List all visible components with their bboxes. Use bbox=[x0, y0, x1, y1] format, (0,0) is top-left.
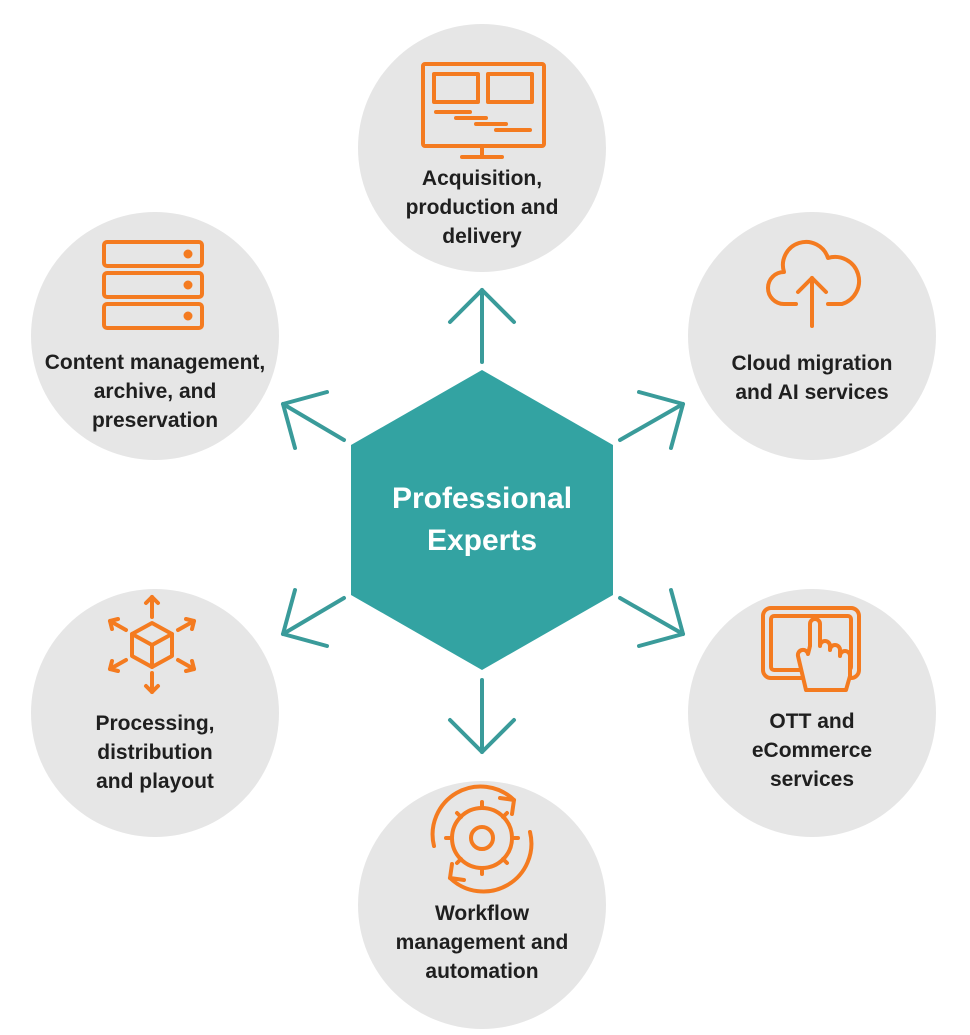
node-circle-processing bbox=[31, 589, 279, 837]
arrow-to-ott bbox=[618, 588, 685, 648]
cube-distribution-icon bbox=[108, 595, 196, 694]
center-title: Professional Experts bbox=[332, 478, 632, 562]
arrow-to-cloud bbox=[618, 390, 685, 450]
node-label-cloud: Cloud migration and AI services bbox=[731, 352, 893, 404]
center-title-line2: Experts bbox=[426, 524, 538, 557]
arrow-to-processing bbox=[281, 588, 346, 648]
node-label-acquisition: Acquisition, production and delivery bbox=[405, 167, 559, 248]
arrow-to-acquisition bbox=[448, 288, 516, 364]
center-hexagon bbox=[351, 370, 613, 670]
cloud-upload-icon bbox=[766, 239, 862, 328]
touch-tablet-icon bbox=[761, 606, 861, 692]
center-title-line1: Professional bbox=[391, 482, 573, 515]
arrow-to-content bbox=[281, 390, 346, 450]
node-circle-content bbox=[31, 212, 279, 460]
node-label-processing: Processing, distribution and playout bbox=[95, 712, 215, 793]
node-label-workflow: Workflow management and automation bbox=[395, 902, 569, 983]
node-label-content: Content management, archive, and preserv… bbox=[44, 351, 266, 432]
gear-cycle-icon bbox=[430, 784, 534, 894]
node-circle-ott bbox=[688, 589, 936, 837]
arrow-to-workflow bbox=[448, 678, 516, 754]
server-stack-icon bbox=[102, 240, 204, 330]
node-circle-workflow bbox=[358, 781, 606, 1029]
node-circle-cloud bbox=[688, 212, 936, 460]
monitor-icon bbox=[421, 62, 546, 159]
node-label-ott: OTT and eCommerce services bbox=[751, 710, 873, 791]
